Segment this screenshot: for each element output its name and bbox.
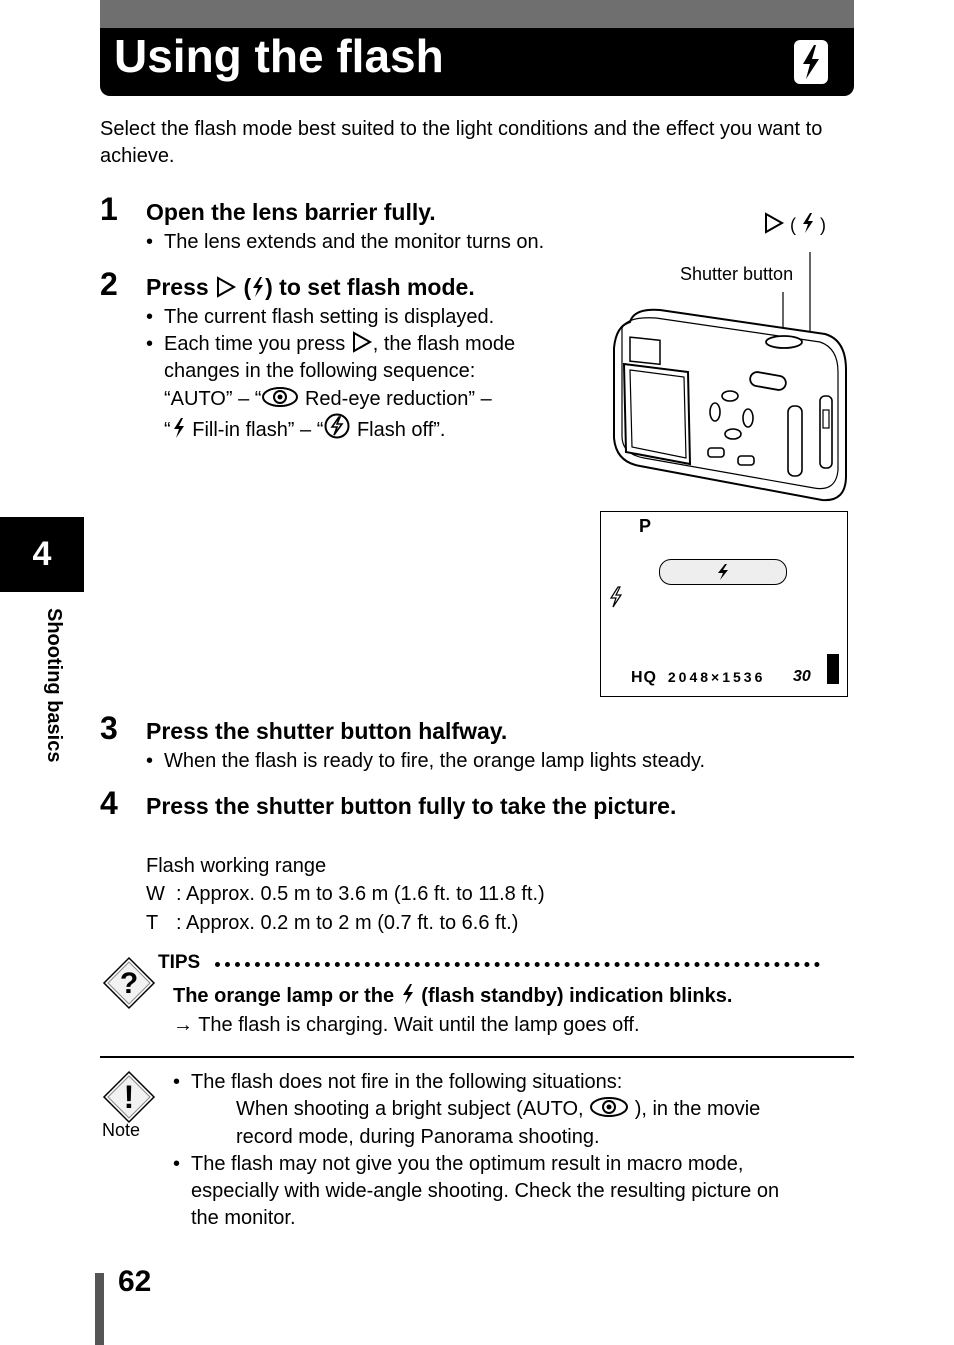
page-number: 62	[118, 1265, 152, 1298]
note-text: When shooting a bright subject (AUTO, ),…	[236, 1096, 761, 1120]
camera-illustration	[613, 252, 847, 502]
red-eye-icon	[589, 1096, 629, 1118]
step-bullet: •Each time you press , the flash mode	[146, 331, 516, 355]
flash-icon	[718, 564, 728, 580]
range-t-value: : Approx. 0.2 m to 2 m (0.7 ft. to 6.6 f…	[176, 912, 519, 934]
step-heading: Press () to set flash mode.	[146, 274, 475, 300]
step-heading: Press the shutter button halfway.	[146, 718, 508, 744]
button-callout: ( )	[763, 212, 826, 236]
step-text: changes in the following sequence:	[164, 360, 476, 382]
range-w-value: : Approx. 0.5 m to 3.6 m (1.6 ft. to 11.…	[176, 883, 545, 905]
step-text: “ Fill-in flash” – “ Flash off”.	[164, 413, 446, 444]
step-heading: Press the shutter button fully to take t…	[146, 793, 677, 819]
note-text: especially with wide-angle shooting. Che…	[191, 1180, 780, 1202]
lcd-frames: 30	[793, 668, 811, 685]
tips-answer: → The flash is charging. Wait until the …	[173, 1014, 640, 1036]
step-number: 1	[100, 191, 118, 227]
chapter-tab: 4	[0, 517, 84, 592]
question-icon: ?	[102, 956, 156, 1010]
intro-text: Select the flash mode best suited to the…	[100, 118, 823, 167]
shutter-callout-label: Shutter button	[680, 264, 794, 284]
right-arrow-icon	[763, 212, 785, 234]
tips-label: TIPS	[158, 952, 201, 973]
flash-off-icon	[323, 413, 351, 439]
right-arrow-icon	[351, 331, 373, 353]
flash-icon	[794, 40, 828, 84]
page-bar	[95, 1273, 104, 1345]
section-divider	[100, 1056, 854, 1058]
lcd-flash-indicator	[659, 559, 787, 585]
note-icon: !	[102, 1070, 156, 1124]
note-bullet: •The flash does not fire in the followin…	[173, 1071, 623, 1093]
step-bullet: •The lens extends and the monitor turns …	[146, 231, 545, 253]
note-text: record mode, during Panorama shooting.	[236, 1126, 600, 1148]
lcd-flash-small-icon	[609, 586, 623, 608]
flash-icon	[801, 212, 815, 234]
range-title: Flash working range	[146, 855, 327, 877]
title-bar	[100, 28, 854, 96]
red-eye-icon	[261, 386, 299, 408]
flash-icon	[171, 417, 187, 439]
right-arrow-icon	[215, 276, 237, 298]
step-number: 4	[100, 785, 118, 821]
lcd-memory-gauge	[827, 654, 839, 684]
step-number: 3	[100, 710, 118, 746]
chapter-label: Shooting basics	[43, 608, 65, 763]
note-label: Note	[102, 1120, 141, 1140]
flash-icon	[400, 983, 416, 1005]
note-text: the monitor.	[191, 1207, 296, 1229]
range-w-key: W	[146, 883, 165, 905]
step-bullet: •The current flash setting is displayed.	[146, 306, 495, 328]
flash-icon	[251, 276, 265, 298]
tips-heading: The orange lamp or the (flash standby) i…	[173, 983, 733, 1007]
note-bullet: •The flash may not give you the optimum …	[173, 1153, 744, 1175]
step-bullet: •When the flash is ready to fire, the or…	[146, 750, 706, 772]
step-number: 2	[100, 266, 118, 302]
svg-text:?: ?	[120, 967, 138, 1000]
tips-divider	[215, 962, 820, 967]
lcd-status: HQ 2048×1536	[631, 669, 766, 686]
header-band	[100, 0, 854, 28]
step-heading: Open the lens barrier fully.	[146, 199, 436, 225]
step-text: “AUTO” – “ Red-eye reduction” –	[164, 386, 492, 410]
page-title: Using the flash	[114, 30, 444, 82]
lcd-mode: P	[639, 516, 652, 536]
range-t-key: T	[146, 912, 159, 934]
svg-text:!: !	[124, 1079, 135, 1115]
lcd-monitor: P HQ 2048×1536 30	[600, 511, 848, 697]
